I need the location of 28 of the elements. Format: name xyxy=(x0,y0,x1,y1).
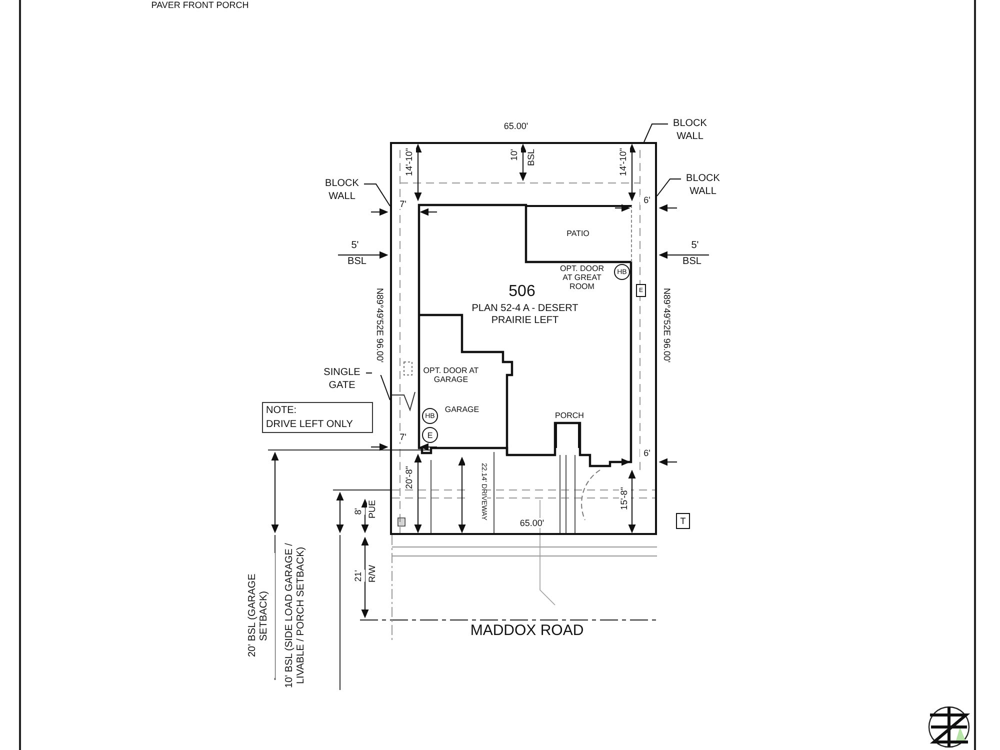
dimension-text: 14'-10" xyxy=(404,148,416,176)
room-label: GARAGE xyxy=(442,405,482,414)
transformer-symbol: T xyxy=(676,513,690,529)
setback-label: 20' BSL (GARAGE SETBACK) xyxy=(247,553,275,678)
lot-number: 506 xyxy=(508,283,536,302)
dimension-text: BSL xyxy=(345,256,369,268)
dimension-text: BSL xyxy=(680,256,704,268)
dimension-text: 14'-10" xyxy=(618,148,630,176)
room-label: PATIO xyxy=(566,229,590,238)
patio-area xyxy=(526,205,632,262)
electrical-symbol: E xyxy=(422,427,438,443)
dimension-text: 15'-8" xyxy=(619,487,631,510)
dimension-text: 10' xyxy=(509,149,521,161)
room-label: PORCH xyxy=(554,411,585,420)
callout-text: BLOCK WALL xyxy=(668,117,712,145)
note-title: NOTE: xyxy=(266,405,298,416)
leader-line xyxy=(656,178,682,196)
callout-text: BLOCK WALL xyxy=(320,177,364,205)
callout-text: BLOCK WALL xyxy=(681,172,725,200)
callout-text: OPT. DOOR AT GARAGE xyxy=(422,366,480,384)
note-box xyxy=(262,402,373,433)
leader-line xyxy=(364,184,390,206)
dimension-text: 21' xyxy=(353,570,365,582)
plan-label: PLAN 52-4 A - DESERT PRAIRIE LEFT xyxy=(470,303,580,326)
callout-text: SINGLE GATE xyxy=(318,366,366,394)
leader-line xyxy=(644,124,668,142)
note-text: DRIVE LEFT ONLY xyxy=(266,419,354,430)
dimension-text: 8' xyxy=(353,508,365,515)
